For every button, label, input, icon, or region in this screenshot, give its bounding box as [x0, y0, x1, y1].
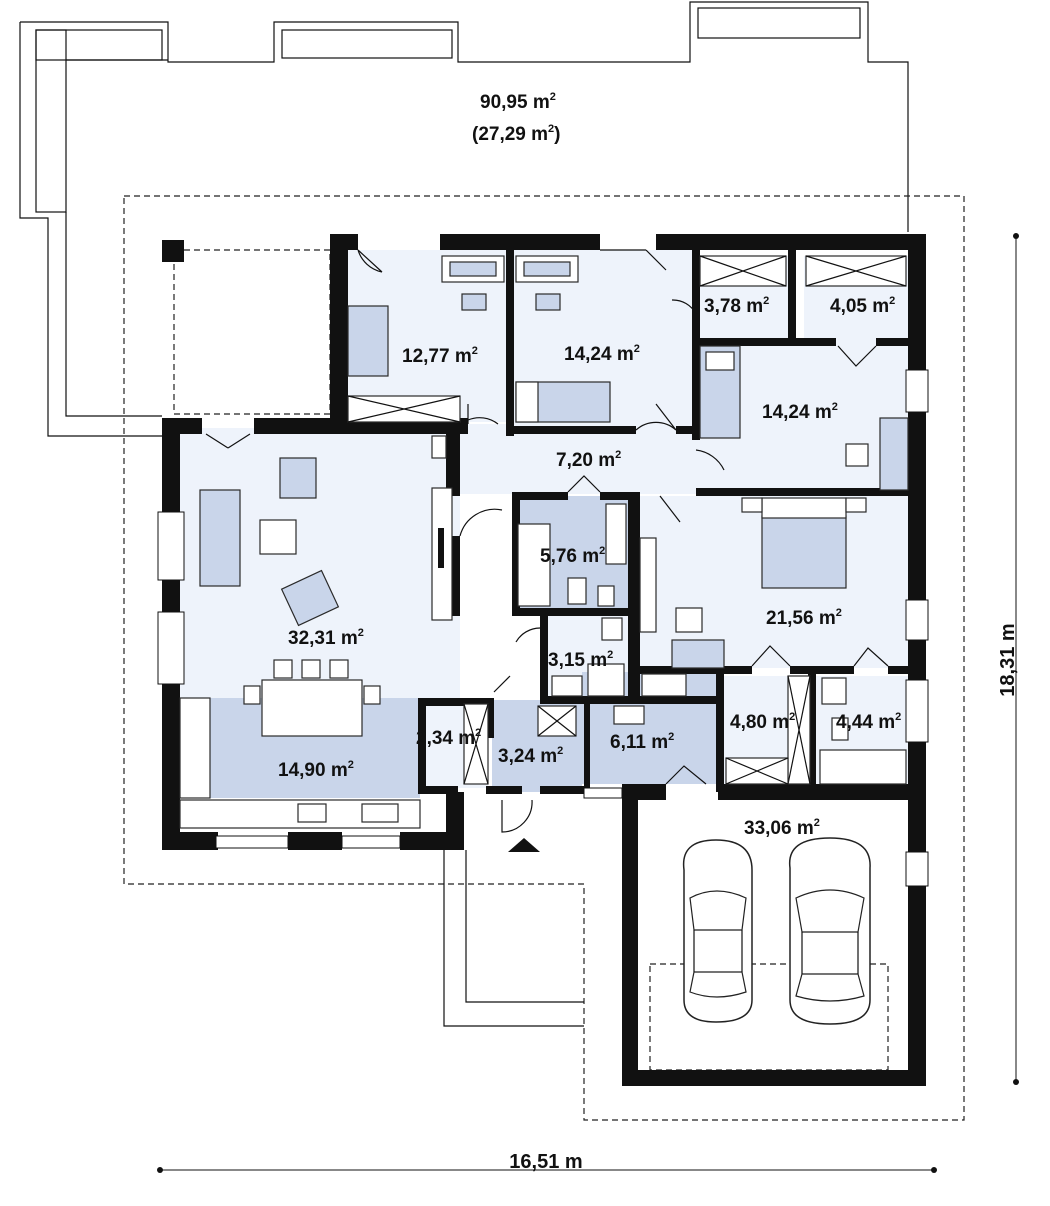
svg-text:(27,29 m2): (27,29 m2) [472, 123, 561, 145]
svg-text:2,34 m2: 2,34 m2 [416, 727, 481, 749]
svg-text:4,05 m2: 4,05 m2 [830, 295, 895, 317]
walls [162, 234, 926, 1086]
svg-text:14,24 m2: 14,24 m2 [564, 343, 640, 365]
car-icon [788, 837, 871, 1025]
svg-text:90,95 m2: 90,95 m2 [480, 91, 556, 113]
doors [205, 249, 889, 833]
svg-text:3,15 m2: 3,15 m2 [548, 649, 613, 671]
svg-text:14,24 m2: 14,24 m2 [762, 401, 838, 423]
terrace-area: 90,95 m [480, 92, 550, 113]
svg-text:6,11 m2: 6,11 m2 [610, 731, 674, 753]
dimension-lines [157, 233, 1019, 1173]
windows [157, 369, 929, 887]
room-area: 21,56 m [766, 608, 836, 629]
room-labels: 12,77 m2 14,24 m2 3,78 m2 4,05 m2 14,24 … [278, 295, 901, 839]
svg-text:4,80 m2: 4,80 m2 [730, 711, 795, 733]
svg-text:3,78 m2: 3,78 m2 [704, 295, 769, 317]
room-area: 6,11 m [610, 732, 668, 753]
svg-text:14,90 m2: 14,90 m2 [278, 759, 354, 781]
room-area: 4,44 m [836, 712, 895, 733]
svg-text:21,56 m2: 21,56 m2 [766, 607, 842, 629]
terrace-label: 90,95 m2 (27,29 m2) [472, 91, 561, 145]
room-area: 2,34 m [416, 728, 475, 749]
room-area: 4,80 m [730, 712, 789, 733]
svg-text:5,76 m2: 5,76 m2 [540, 545, 605, 567]
terrace-sub-area: (27,29 m [472, 124, 548, 145]
room-area: 14,24 m [564, 344, 634, 365]
furniture [179, 255, 909, 829]
car-icon [682, 839, 753, 1023]
width-dimension: 16,51 m [509, 1151, 582, 1173]
room-area: 5,76 m [540, 546, 599, 567]
room-area: 3,78 m [704, 296, 763, 317]
room-area: 14,90 m [278, 760, 348, 781]
room-area: 3,24 m [498, 746, 557, 767]
closets [347, 255, 907, 785]
svg-text:3,24 m2: 3,24 m2 [498, 745, 563, 767]
room-area: 14,24 m [762, 402, 832, 423]
room-area: 12,77 m [402, 346, 472, 367]
driveway [443, 850, 584, 1027]
terrace-outline [19, 1, 909, 437]
room-area: 32,31 m [288, 628, 358, 649]
room-area: 7,20 m [556, 450, 615, 471]
room-area: 33,06 m [744, 818, 814, 839]
svg-text:32,31 m2: 32,31 m2 [288, 627, 364, 649]
entrance-arrow-icon [508, 838, 540, 852]
height-dimension: 18,31 m [997, 623, 1019, 696]
svg-text:4,44 m2: 4,44 m2 [836, 711, 901, 733]
svg-text:7,20 m2: 7,20 m2 [556, 449, 621, 471]
room-area: 4,05 m [830, 296, 889, 317]
room-area: 3,15 m [548, 650, 607, 671]
svg-text:12,77 m2: 12,77 m2 [402, 345, 478, 367]
svg-text:33,06 m2: 33,06 m2 [744, 817, 820, 839]
